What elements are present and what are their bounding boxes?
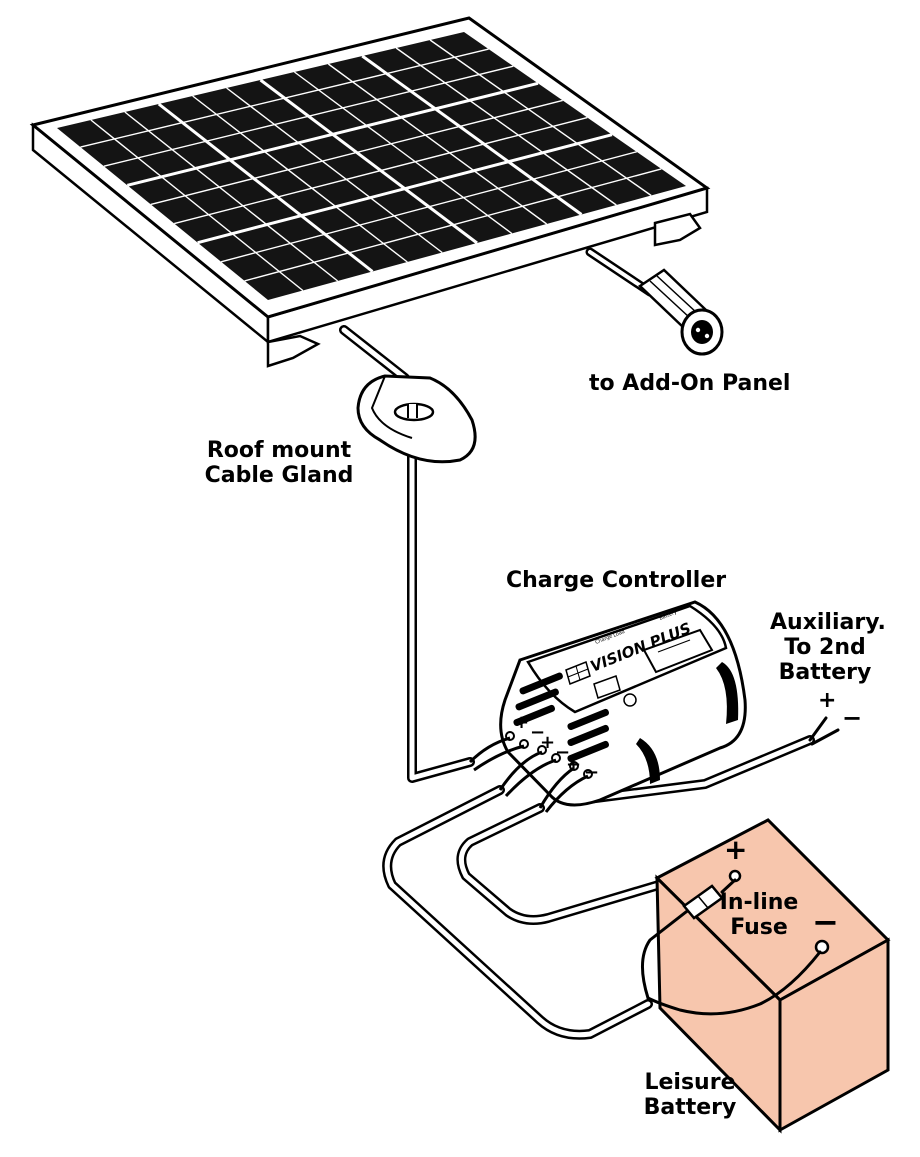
bulb-icon	[623, 693, 637, 707]
cell-grid-line	[293, 71, 513, 235]
label-leisure-battery-line2: Battery	[643, 1095, 737, 1120]
label-cable-gland: Roof mount Cable Gland	[204, 438, 354, 488]
cell-grid-line	[150, 99, 563, 206]
cell-grid-line	[197, 133, 613, 245]
cell-grid-line	[226, 87, 443, 254]
terminal-sign-5: +	[566, 754, 581, 775]
leisure-battery	[641, 818, 891, 1134]
battery-negative-terminal	[814, 939, 830, 955]
label-inline-fuse: In-line Fuse	[714, 890, 804, 940]
add-on-connector	[638, 268, 724, 356]
terminal-sign-1: +	[514, 712, 529, 733]
label-cable-gland-line2: Cable Gland	[204, 463, 354, 488]
charge-controller: VISION PLUS Charge Load Battery	[468, 600, 747, 813]
label-inline-fuse-line1: In-line	[719, 890, 799, 915]
solar-cell-grid	[80, 39, 662, 292]
vent-slots	[513, 672, 609, 763]
cable-gland	[356, 374, 477, 464]
cell-grid-line	[327, 63, 548, 225]
cell-grid-line	[361, 54, 583, 216]
aux-minus-sign: −	[842, 704, 863, 732]
aux-plus-sign: +	[818, 688, 837, 713]
terminal-signs: + − + − + −	[514, 712, 599, 783]
cell-grid-line	[80, 48, 489, 148]
label-auxiliary-line3: Battery	[778, 660, 872, 685]
label-inline-fuse-line2: Fuse	[730, 915, 788, 940]
solar-panel	[29, 16, 711, 368]
cell-grid-line	[259, 78, 478, 245]
label-leisure-battery-line1: Leisure	[644, 1070, 736, 1095]
cell-grid-line	[192, 95, 408, 263]
indicator-load: Load	[613, 629, 626, 639]
terminal-sign-4: −	[555, 742, 570, 763]
inline-fuse	[682, 884, 724, 920]
cell-grid-line	[220, 151, 637, 263]
terminal-sign-3: +	[540, 732, 555, 753]
cell-grid-line	[244, 168, 662, 282]
cell-grid-line	[174, 116, 588, 225]
cell-grid-line	[103, 65, 514, 167]
terminal-sign-2: −	[530, 722, 545, 743]
label-auxiliary-line2: To 2nd	[784, 635, 866, 660]
label-auxiliary: Auxiliary. To 2nd Battery	[770, 610, 886, 685]
cell-grid-line	[429, 39, 652, 197]
label-add-on-panel: to Add-On Panel	[589, 371, 791, 396]
cell-grid-line	[90, 119, 304, 292]
label-leisure-battery: Leisure Battery	[640, 1070, 740, 1120]
cell-grid-line	[157, 102, 374, 273]
cell-grid-line	[395, 47, 617, 206]
cell-grid-line	[126, 81, 539, 187]
battery-plus-sign: +	[724, 833, 748, 866]
cell-grid-line	[124, 111, 339, 282]
terminal-sign-6: −	[584, 762, 599, 783]
solar-icon	[565, 660, 591, 686]
label-charge-controller: Charge Controller	[506, 568, 727, 593]
label-cable-gland-line1: Roof mount	[206, 438, 352, 463]
label-auxiliary-line1: Auxiliary.	[770, 610, 886, 635]
battery-minus-sign: −	[812, 903, 839, 941]
battery-icon	[593, 675, 621, 699]
